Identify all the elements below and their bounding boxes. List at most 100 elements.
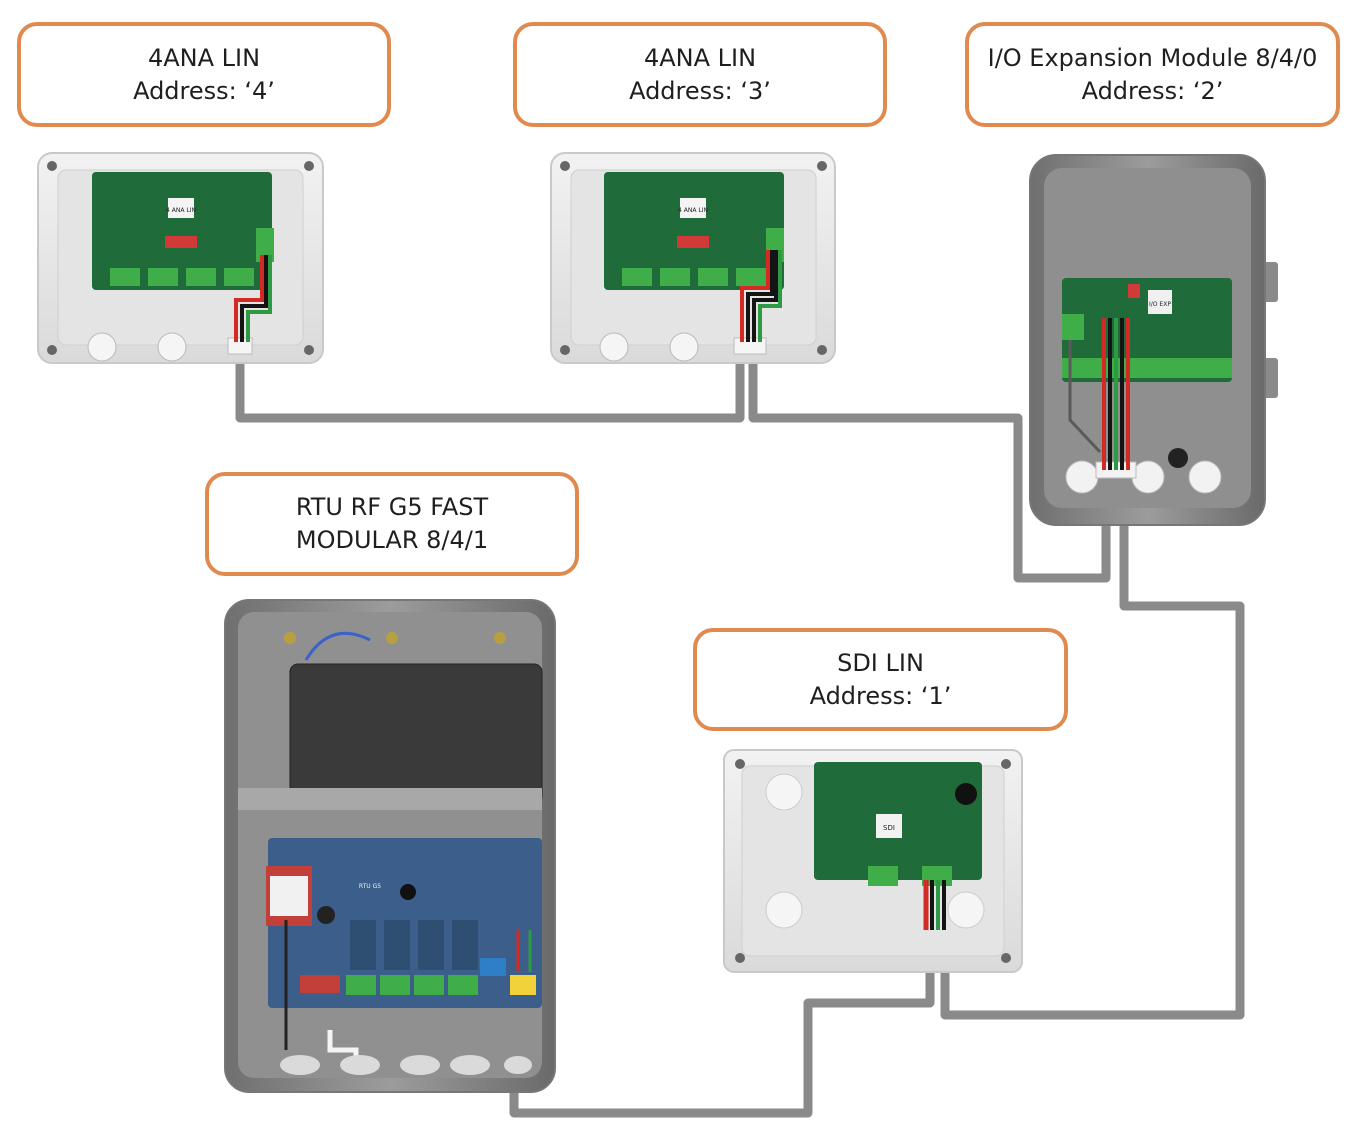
- dip-switch: [1128, 284, 1140, 298]
- screw: [284, 632, 296, 644]
- dip-switch: [165, 236, 197, 248]
- capacitor: [317, 906, 335, 924]
- wire-grey: [1068, 340, 1102, 454]
- terminal-block: [414, 975, 444, 995]
- pcb: [604, 172, 784, 290]
- screw: [386, 632, 398, 644]
- label-ana-4: 4ANA LIN Address: ‘4’: [17, 22, 391, 127]
- terminal-block: [300, 975, 340, 993]
- dip-switch: [677, 236, 709, 248]
- terminal-block: [660, 268, 690, 286]
- label-rtu-line2: MODULAR 8/4/1: [295, 526, 489, 554]
- label-sdi: SDI LIN Address: ‘1’: [693, 628, 1068, 731]
- terminal-block: [868, 866, 898, 886]
- pcb-label: [680, 198, 706, 218]
- screw: [1001, 759, 1011, 769]
- buzzer: [955, 783, 977, 805]
- gland: [765, 773, 803, 811]
- gland: [599, 332, 629, 362]
- terminal-block: [1062, 358, 1232, 378]
- gland: [157, 332, 187, 362]
- terminal-block: [224, 268, 254, 286]
- terminal-block: [186, 268, 216, 286]
- screw: [304, 345, 314, 355]
- wire-green: [246, 255, 272, 342]
- terminal-block: [380, 975, 410, 995]
- label-io-expansion-line2: Address: ‘2’: [1081, 76, 1224, 105]
- terminal-block: [256, 228, 274, 262]
- terminal-block: [622, 268, 652, 286]
- pcb-label: [1148, 290, 1172, 314]
- screw: [47, 345, 57, 355]
- battery-wires: [304, 631, 371, 661]
- board-label: 4 ANA LIN: [678, 207, 708, 214]
- board-label: RTU G5: [359, 883, 381, 890]
- terminal-block: [736, 268, 766, 286]
- gland: [450, 1055, 490, 1075]
- gland: [1188, 460, 1222, 494]
- terminal-block: [510, 975, 536, 995]
- gland: [1065, 460, 1099, 494]
- gland: [400, 1055, 440, 1075]
- board-label: SDI: [883, 824, 895, 832]
- board-label: I/O EXP: [1149, 301, 1171, 308]
- screw: [560, 161, 570, 171]
- io-card: [384, 920, 410, 970]
- gland: [669, 332, 699, 362]
- terminal-block: [346, 975, 376, 995]
- pcb-label: [876, 814, 902, 838]
- device-io-expansion: I/O EXP: [1029, 154, 1278, 526]
- label-ana-3-line2: Address: ‘3’: [629, 76, 771, 105]
- radio-label: [270, 876, 308, 916]
- label-ana-3: 4ANA LIN Address: ‘3’: [513, 22, 887, 127]
- terminal-block: [480, 958, 506, 976]
- wire-black: [240, 255, 268, 342]
- bus-cables: [235, 347, 1245, 1118]
- gland: [1168, 448, 1188, 468]
- wire-black: [746, 250, 774, 342]
- gland: [947, 891, 985, 929]
- gland: [280, 1055, 320, 1075]
- buzzer: [400, 884, 416, 900]
- device-ana-4: 4 ANA LIN: [37, 152, 324, 364]
- cable-io-to-sdi: [940, 473, 1245, 1020]
- io-card: [418, 920, 444, 970]
- screw: [560, 345, 570, 355]
- screw: [494, 632, 506, 644]
- io-card: [452, 920, 478, 970]
- screw: [304, 161, 314, 171]
- label-sdi-line1: SDI LIN: [837, 648, 924, 677]
- label-rtu-line1: RTU RF G5 FAST: [295, 493, 489, 521]
- label-io-expansion: I/O Expansion Module 8/4/0 Address: ‘2’: [965, 22, 1340, 127]
- battery-shelf: [238, 788, 542, 810]
- wire-red: [234, 255, 264, 342]
- cable-ana4-to-ana3: [235, 347, 745, 423]
- board-label: 4 ANA LIN: [166, 207, 196, 214]
- gland: [87, 332, 117, 362]
- wire-green: [758, 250, 782, 342]
- screw: [47, 161, 57, 171]
- label-ana-3-line1: 4ANA LIN: [643, 43, 757, 72]
- terminal-block: [448, 975, 478, 995]
- screw: [817, 345, 827, 355]
- wire-red: [740, 250, 770, 342]
- io-card: [350, 920, 376, 970]
- device-rtu: RTU G5: [224, 599, 556, 1093]
- screw: [735, 953, 745, 963]
- gland: [504, 1056, 532, 1074]
- terminal-block: [1062, 314, 1084, 340]
- device-ana-3: 4 ANA LIN: [550, 152, 836, 364]
- terminal-block: [110, 268, 140, 286]
- device-sdi: SDI: [723, 749, 1023, 973]
- pcb: [92, 172, 272, 290]
- cable-sdi-to-rtu: [509, 920, 935, 1118]
- label-sdi-line2: Address: ‘1’: [809, 681, 952, 710]
- cable-ana3-to-io: [748, 347, 1111, 583]
- gland: [765, 891, 803, 929]
- pcb-label: [168, 198, 194, 218]
- terminal-block: [148, 268, 178, 286]
- battery: [289, 663, 543, 805]
- wire-black: [752, 250, 778, 342]
- label-rtu: RTU RF G5 FAST MODULAR 8/4/1: [205, 472, 579, 576]
